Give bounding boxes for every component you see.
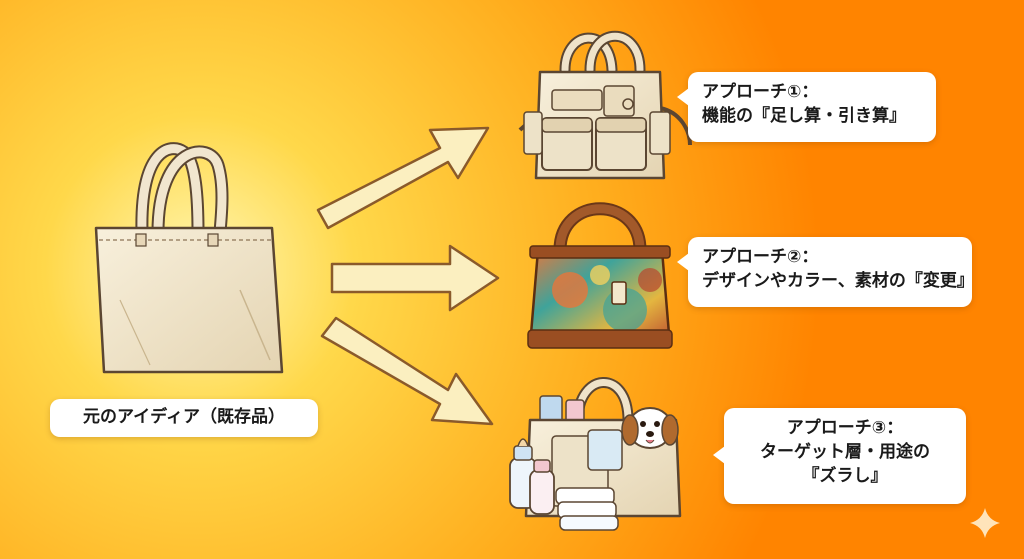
plain-tote-bag-icon — [94, 142, 284, 374]
approach-2-title: アプローチ②： — [702, 247, 819, 267]
approach-2-callout: アプローチ②： デザインやカラー、素材の『変更』 — [677, 237, 974, 307]
sparkle-icon — [970, 508, 1000, 538]
multi-pocket-bag-icon — [518, 30, 692, 180]
approach-3-description-line-1: ターゲット層・用途の — [760, 442, 930, 462]
approach-2-description: デザインやカラー、素材の『変更』 — [702, 271, 974, 291]
callout-pointer — [677, 88, 689, 106]
approach-3-description-line-2: 『ズラし』 — [802, 466, 888, 486]
arrow-to-approach-3 — [320, 316, 494, 426]
approach-3-callout: アプローチ③： ターゲット層・用途の 『ズラし』 — [713, 408, 966, 504]
arrow-to-approach-1 — [316, 126, 490, 230]
callout-pointer — [713, 446, 725, 464]
approach-1-callout: アプローチ①： 機能の『足し算・引き算』 — [677, 72, 936, 142]
approach-3-title: アプローチ③： — [786, 418, 904, 438]
origin-label-text: 元のアイディア（既存品） — [83, 407, 285, 427]
patterned-handbag-icon — [527, 202, 673, 349]
approach-1-title: アプローチ①： — [702, 82, 819, 102]
callout-pointer — [677, 253, 689, 271]
origin-label: 元のアイディア（既存品） — [50, 399, 318, 437]
baby-and-pet-tote-icon — [509, 377, 682, 531]
approach-1-description: 機能の『足し算・引き算』 — [702, 106, 906, 126]
arrow-to-approach-2 — [330, 244, 500, 312]
